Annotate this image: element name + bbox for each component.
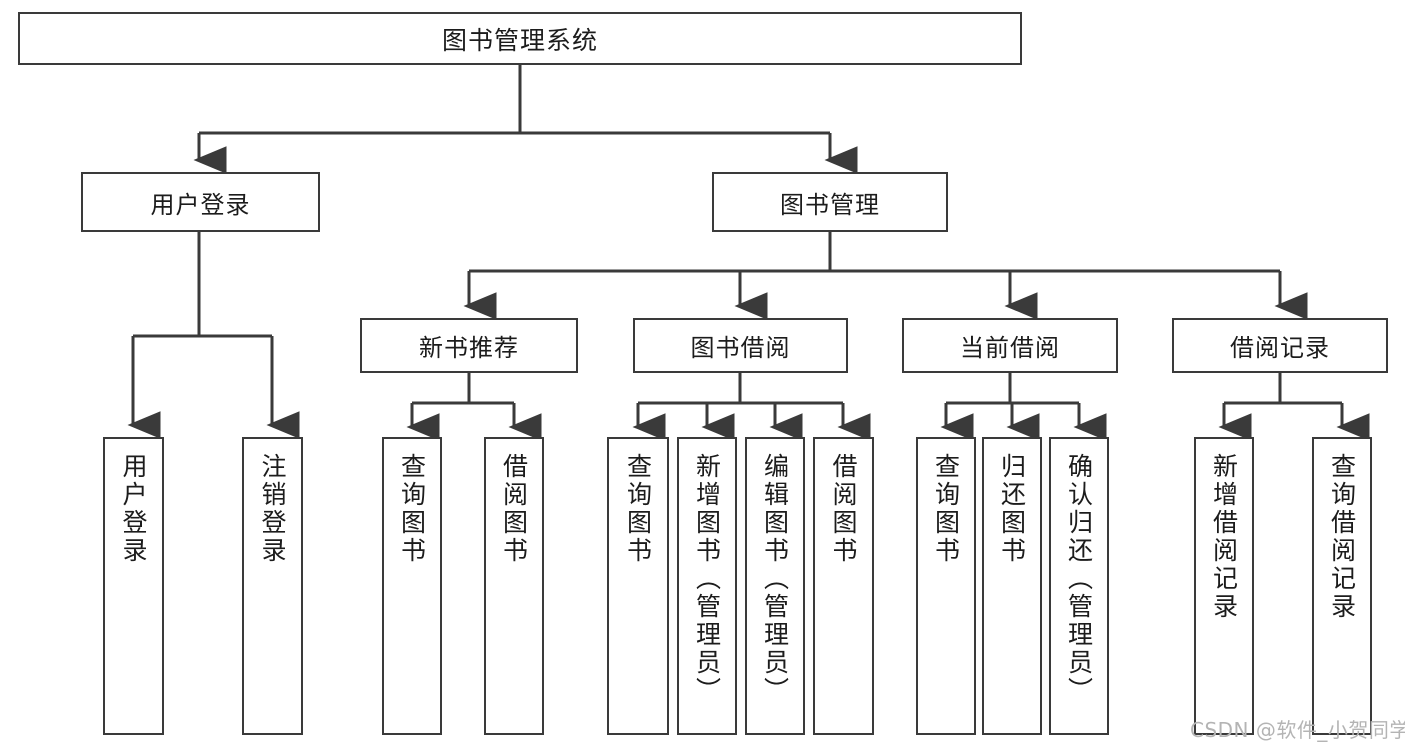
node-label: 查询图书 [397,453,427,565]
node-label: 归还图书 [997,453,1027,565]
node-label: 用户登录 [119,453,148,565]
node-leaf-confirm-return[interactable]: 确认归还（管理员） [1049,437,1109,735]
node-label: 确认归还（管理员） [1064,453,1094,705]
node-label: 编辑图书（管理员） [760,453,790,705]
node-label: 用户登录 [150,190,251,219]
node-leaf-add-book[interactable]: 新增图书（管理员） [677,437,737,735]
node-label: 新增借阅记录 [1209,453,1239,621]
node-label: 新增图书（管理员） [692,453,722,705]
node-label: 图书管理系统 [441,25,598,55]
node-leaf-return-book[interactable]: 归还图书 [982,437,1042,735]
node-label: 注销登录 [258,453,287,565]
node-leaf-borrow-book-recommend[interactable]: 借阅图书 [484,437,544,735]
node-book-borrow[interactable]: 图书借阅 [633,318,848,373]
node-label: 图书管理 [780,190,880,219]
node-label: 查询借阅记录 [1327,453,1357,621]
node-root-book-management-system[interactable]: 图书管理系统 [18,12,1022,65]
node-label: 图书借阅 [690,334,791,362]
node-label: 借阅图书 [499,453,529,565]
node-borrow-record[interactable]: 借阅记录 [1172,318,1388,373]
node-user-login[interactable]: 用户登录 [81,172,320,232]
node-leaf-user-logout[interactable]: 注销登录 [242,437,303,735]
node-current-borrow[interactable]: 当前借阅 [902,318,1118,373]
node-label: 借阅记录 [1230,334,1330,362]
node-label: 新书推荐 [419,334,519,362]
node-label: 借阅图书 [829,453,858,565]
node-leaf-edit-book[interactable]: 编辑图书（管理员） [745,437,805,735]
node-leaf-add-borrow-record[interactable]: 新增借阅记录 [1194,437,1254,735]
node-leaf-user-login[interactable]: 用户登录 [103,437,164,735]
node-book-manage[interactable]: 图书管理 [712,172,948,232]
node-label: 查询图书 [623,453,653,565]
node-label: 当前借阅 [960,334,1060,362]
node-leaf-borrow-book[interactable]: 借阅图书 [813,437,874,735]
node-leaf-query-borrow-record[interactable]: 查询借阅记录 [1312,437,1372,735]
node-new-book-recommend[interactable]: 新书推荐 [360,318,578,373]
node-leaf-query-book-current[interactable]: 查询图书 [916,437,976,735]
node-leaf-query-book-borrow[interactable]: 查询图书 [607,437,669,735]
csdn-watermark: CSDN @软件_小贺同学 [1190,718,1405,742]
node-leaf-query-book-recommend[interactable]: 查询图书 [382,437,442,735]
node-label: 查询图书 [931,453,961,565]
